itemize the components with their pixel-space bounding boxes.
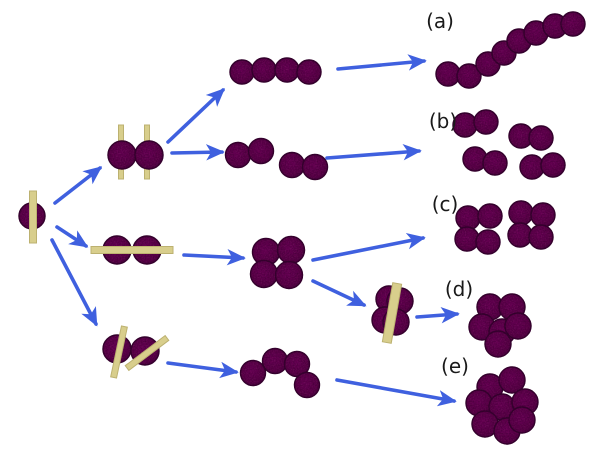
particle [301, 153, 329, 181]
outcome-b-dimers [452, 109, 566, 180]
particle [482, 150, 508, 176]
dimer-two-vertical-bars [107, 124, 164, 180]
dimer-horizontal-bar [90, 235, 174, 265]
particle [473, 109, 499, 135]
seed-particle [18, 190, 46, 244]
particle [261, 347, 289, 375]
outcome-label-b: (b) [429, 109, 457, 133]
tetramer-tilted-bar [371, 282, 414, 344]
particle [276, 235, 306, 265]
particle [507, 222, 533, 248]
arrow-seed-to-vertical-dimer [53, 166, 103, 205]
arrow-chain-to-a [336, 54, 427, 71]
arrow-tilted-dimer-to-bent-chain [166, 361, 239, 379]
particle [519, 154, 545, 180]
outcome-label-c: (c) [432, 192, 459, 216]
arrow-two-dimers-to-b [325, 143, 422, 161]
arrow-tetramer-to-tilted-tetramer [311, 279, 367, 307]
arrow-vertical-dimer-to-chain [166, 88, 226, 144]
tetramer-chain [229, 57, 322, 85]
particle [296, 59, 322, 85]
arrow-seed-to-tilted-dimer [50, 238, 98, 327]
outcome-label-e: (e) [441, 354, 469, 378]
particle [293, 371, 321, 399]
particle [540, 152, 566, 178]
particle [435, 61, 461, 87]
particle [134, 140, 164, 170]
particle [107, 140, 137, 170]
particle [251, 57, 277, 83]
particle [484, 330, 512, 358]
arrow-tilted-tetramer-to-d [415, 306, 460, 324]
arrow-vertical-dimer-to-two-dimers [170, 144, 225, 161]
particle [560, 11, 586, 37]
particle [249, 259, 279, 289]
particle [224, 141, 252, 169]
cutting-bar [29, 190, 37, 244]
particle [508, 200, 534, 226]
particle [508, 406, 536, 434]
arrow-tetramer-to-c [311, 233, 426, 262]
arrow-horizontal-dimer-to-tetramer [182, 248, 246, 266]
bent-tetramer-chain [239, 347, 321, 399]
outcome-c-tetramers [454, 200, 556, 255]
two-dimers [224, 137, 329, 181]
particle [530, 202, 556, 228]
arrow-bent-chain-to-e [335, 378, 457, 407]
particle [278, 151, 306, 179]
outcome-label-a: (a) [426, 9, 454, 33]
outcome-e-cluster [465, 366, 539, 445]
cutting-bar [90, 246, 174, 254]
particle [477, 203, 503, 229]
outcome-label-d: (d) [445, 277, 473, 301]
particle [504, 312, 532, 340]
particle [274, 260, 304, 290]
arrows-layer [50, 54, 460, 407]
particle [498, 366, 526, 394]
outcome-d-cluster [468, 293, 532, 358]
particle [528, 224, 554, 250]
particle [454, 226, 480, 252]
outcome-a-chain [435, 11, 586, 89]
particle [456, 63, 482, 89]
particle [229, 59, 255, 85]
particle [239, 359, 267, 387]
particle [274, 57, 300, 83]
particle [247, 137, 275, 165]
cutting-bar [110, 325, 128, 379]
particle [528, 125, 554, 151]
cutting-bar [124, 334, 170, 372]
labels-layer: (a) (b) (c) (d) (e) [426, 9, 473, 378]
cutting-bar [381, 282, 403, 344]
tetramer-cluster [249, 235, 306, 290]
particle [475, 229, 501, 255]
dimer-tilted-bars [102, 325, 170, 379]
arrow-seed-to-horizontal-dimer [55, 225, 89, 248]
